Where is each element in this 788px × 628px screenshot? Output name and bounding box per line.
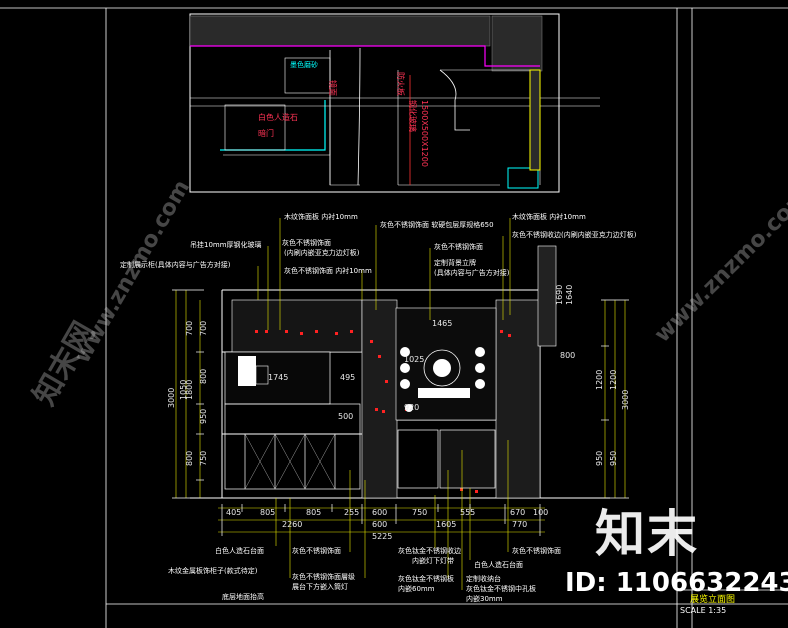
dim-bottom-5: 600	[372, 508, 388, 517]
annotation-top-8: 灰色不锈钢饰面	[434, 243, 483, 251]
dim-left-6: 800	[185, 450, 194, 466]
dim-bottom-10: 2260	[282, 520, 303, 529]
dim-right-2: 1640	[565, 284, 574, 305]
watermark-id: ID: 1106632243	[565, 568, 788, 598]
annotation-top-5: 灰色不锈钢收边(内刷内嵌亚克力边灯板)	[512, 231, 637, 239]
annotation-bottom-14: 底层地面抬高	[222, 593, 264, 601]
dim-inside-1: 1465	[432, 319, 453, 328]
annotation-bottom-4: 灰色不锈钢饰面	[512, 547, 561, 555]
emblem	[400, 347, 485, 412]
plan-label-1: 墨色磨砂	[290, 61, 318, 69]
dim-right-3: 1200	[595, 369, 604, 390]
plan-label-6: 钢化玻璃	[408, 100, 417, 132]
dimension-ticks	[172, 289, 629, 536]
annotation-bottom-15: 内嵌30mm	[466, 595, 503, 603]
annotation-bottom-12: 内嵌60mm	[398, 585, 435, 593]
annotation-bottom-5: 白色人造石台面	[474, 561, 523, 569]
dim-bottom-9: 100	[533, 508, 549, 517]
plan-label-3: 白色人造石	[258, 113, 298, 122]
dim-left-1: 700	[185, 320, 194, 336]
annotation-bottom-8: 灰色不锈钢饰面層级	[292, 573, 355, 581]
annotation-bottom-2: 灰色不锈钢饰面	[292, 547, 341, 555]
dim-bottom-13: 770	[512, 520, 528, 529]
dim-bottom-12: 1605	[436, 520, 457, 529]
annotation-bottom-7: 木纹金属板饰柜子(款式待定)	[168, 567, 258, 575]
dim-inside-6: 920	[404, 403, 420, 412]
annotation-bottom-1: 白色人造石台面	[215, 547, 264, 555]
dim-inside-3: 495	[340, 373, 356, 382]
annotation-top-9: 定制展示柜(具体内容与广告方对接)	[120, 261, 231, 269]
dim-left-7: 750	[199, 450, 208, 466]
dimension-lines	[175, 290, 626, 533]
watermark-brand: 知末	[595, 505, 699, 563]
plan-label-4: 暗门	[258, 129, 274, 138]
dim-inside-7: 800	[560, 351, 576, 360]
annotation-top-7: (内刷内嵌亚克力边灯板)	[284, 249, 360, 257]
dim-inside-5: 1025	[404, 355, 425, 364]
plan-label-5: 防火板	[396, 72, 405, 96]
plan-view	[189, 13, 600, 193]
dim-right-outer: 3000	[621, 389, 630, 410]
dim-bottom-4: 255	[344, 508, 360, 517]
red-accents	[255, 330, 511, 493]
counter-figure	[238, 356, 269, 386]
dim-bottom-11: 600	[372, 520, 388, 529]
annotation-bottom-11: 灰色钛金不锈钢板	[398, 575, 454, 583]
dim-right-1: 1690	[555, 284, 564, 305]
annotation-top-1: 木纹饰面板 内衬10mm	[284, 213, 358, 221]
annotation-top-2: 灰色不锈钢饰面 软硬包层厚规格650	[380, 221, 494, 229]
dim-bottom-6: 750	[412, 508, 428, 517]
dim-right-6: 950	[609, 450, 618, 466]
annotation-bottom-6: 内嵌灯下灯带	[412, 557, 454, 565]
annotation-top-6: 灰色不锈钢饰面	[282, 239, 331, 247]
dim-bottom-8: 670	[510, 508, 526, 517]
dim-right-4: 1200	[609, 369, 618, 390]
dim-bottom-2: 805	[260, 508, 276, 517]
dim-bottom-14: 5225	[372, 532, 393, 541]
annotation-top-10: 定制背景立牌	[434, 259, 476, 267]
annotation-bottom-13: 灰色钛金不锈钢中孔板	[466, 585, 536, 593]
plan-label-7: 1500X500X1200	[420, 100, 429, 167]
sheet-frame	[0, 7, 788, 628]
dim-bottom-7: 555	[460, 508, 476, 517]
annotation-bottom-10: 定制收纳台	[466, 575, 501, 583]
drawing-title: 展览立面图	[690, 595, 736, 605]
dim-inside-2: 1745	[268, 373, 289, 382]
right-side-panel	[537, 245, 557, 347]
dim-bottom-1: 405	[226, 508, 242, 517]
dim-bottom-3: 805	[306, 508, 322, 517]
annotation-top-12: (具体内容与广告方对接)	[434, 269, 510, 277]
annotation-top-4: 吊挂10mm厚钢化玻璃	[190, 241, 262, 249]
annotation-top-11: 灰色不锈钢饰面 内衬10mm	[284, 267, 372, 275]
dim-left-2: 700	[199, 320, 208, 336]
drawing-scale: SCALE 1:35	[680, 606, 727, 615]
annotation-bottom-9: 展台下方嵌入筒灯	[292, 583, 348, 591]
dim-left-5: 1800	[185, 379, 194, 400]
dim-left-4: 950	[199, 408, 208, 424]
dim-right-5: 950	[595, 450, 604, 466]
annotation-bottom-3: 灰色钛金不锈钢收边	[398, 547, 461, 555]
leader-lines	[257, 218, 511, 590]
annotation-top-3: 木纹饰面板 内衬10mm	[512, 213, 586, 221]
dim-left-3: 800	[199, 368, 208, 384]
dim-inside-4: 500	[338, 412, 354, 421]
dim-left-outer: 3000	[167, 387, 176, 408]
plan-label-2: 镜面	[328, 80, 337, 96]
